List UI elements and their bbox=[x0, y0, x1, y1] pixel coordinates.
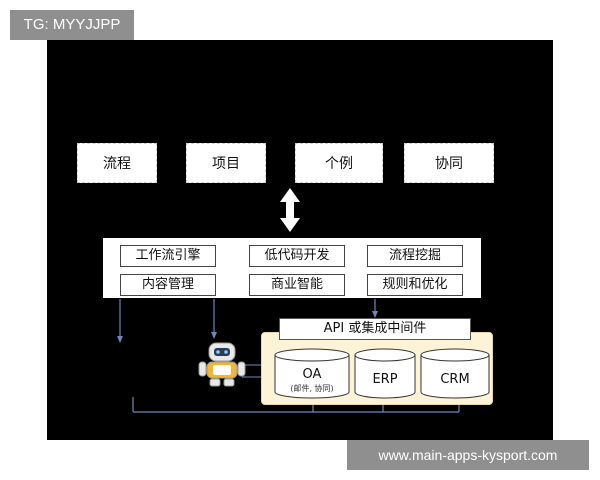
api-middleware-bar: API 或集成中间件 bbox=[279, 318, 471, 340]
func-rules: 规则和优化 bbox=[367, 274, 463, 296]
func-bi: 商业智能 bbox=[249, 274, 345, 296]
database-group bbox=[198, 342, 490, 399]
top-box-case: 个例 bbox=[295, 143, 383, 183]
func-workflow-engine: 工作流引擎 bbox=[120, 245, 216, 267]
double-arrow-icon bbox=[280, 188, 300, 232]
top-box-collab: 协同 bbox=[404, 143, 494, 183]
func-process-mining: 流程挖掘 bbox=[367, 245, 463, 267]
robot-icon bbox=[198, 342, 246, 387]
function-panel: 工作流引擎 低代码开发 流程挖掘 内容管理 商业智能 规则和优化 bbox=[103, 238, 481, 298]
func-low-code: 低代码开发 bbox=[249, 245, 345, 267]
db-oa-label: OA bbox=[302, 367, 322, 382]
db-erp-label: ERP bbox=[372, 372, 398, 387]
func-content-mgmt: 内容管理 bbox=[120, 274, 216, 296]
top-box-project: 项目 bbox=[186, 143, 266, 183]
bottom-watermark-badge: www.main-apps-kysport.com bbox=[347, 440, 589, 470]
diagram-canvas: 流程 项目 个例 协同 工作流引擎 低代码开发 流程挖掘 内容管理 商业智能 规… bbox=[47, 40, 553, 440]
db-oa-sublabel: (邮件, 协同) bbox=[290, 384, 334, 393]
db-erp-cylinder bbox=[354, 348, 416, 399]
top-box-process: 流程 bbox=[77, 143, 157, 183]
db-crm-cylinder bbox=[420, 348, 490, 399]
db-oa-cylinder bbox=[274, 348, 350, 399]
db-crm-label: CRM bbox=[440, 372, 470, 387]
top-watermark-badge: TG: MYYJJPP bbox=[10, 10, 134, 40]
